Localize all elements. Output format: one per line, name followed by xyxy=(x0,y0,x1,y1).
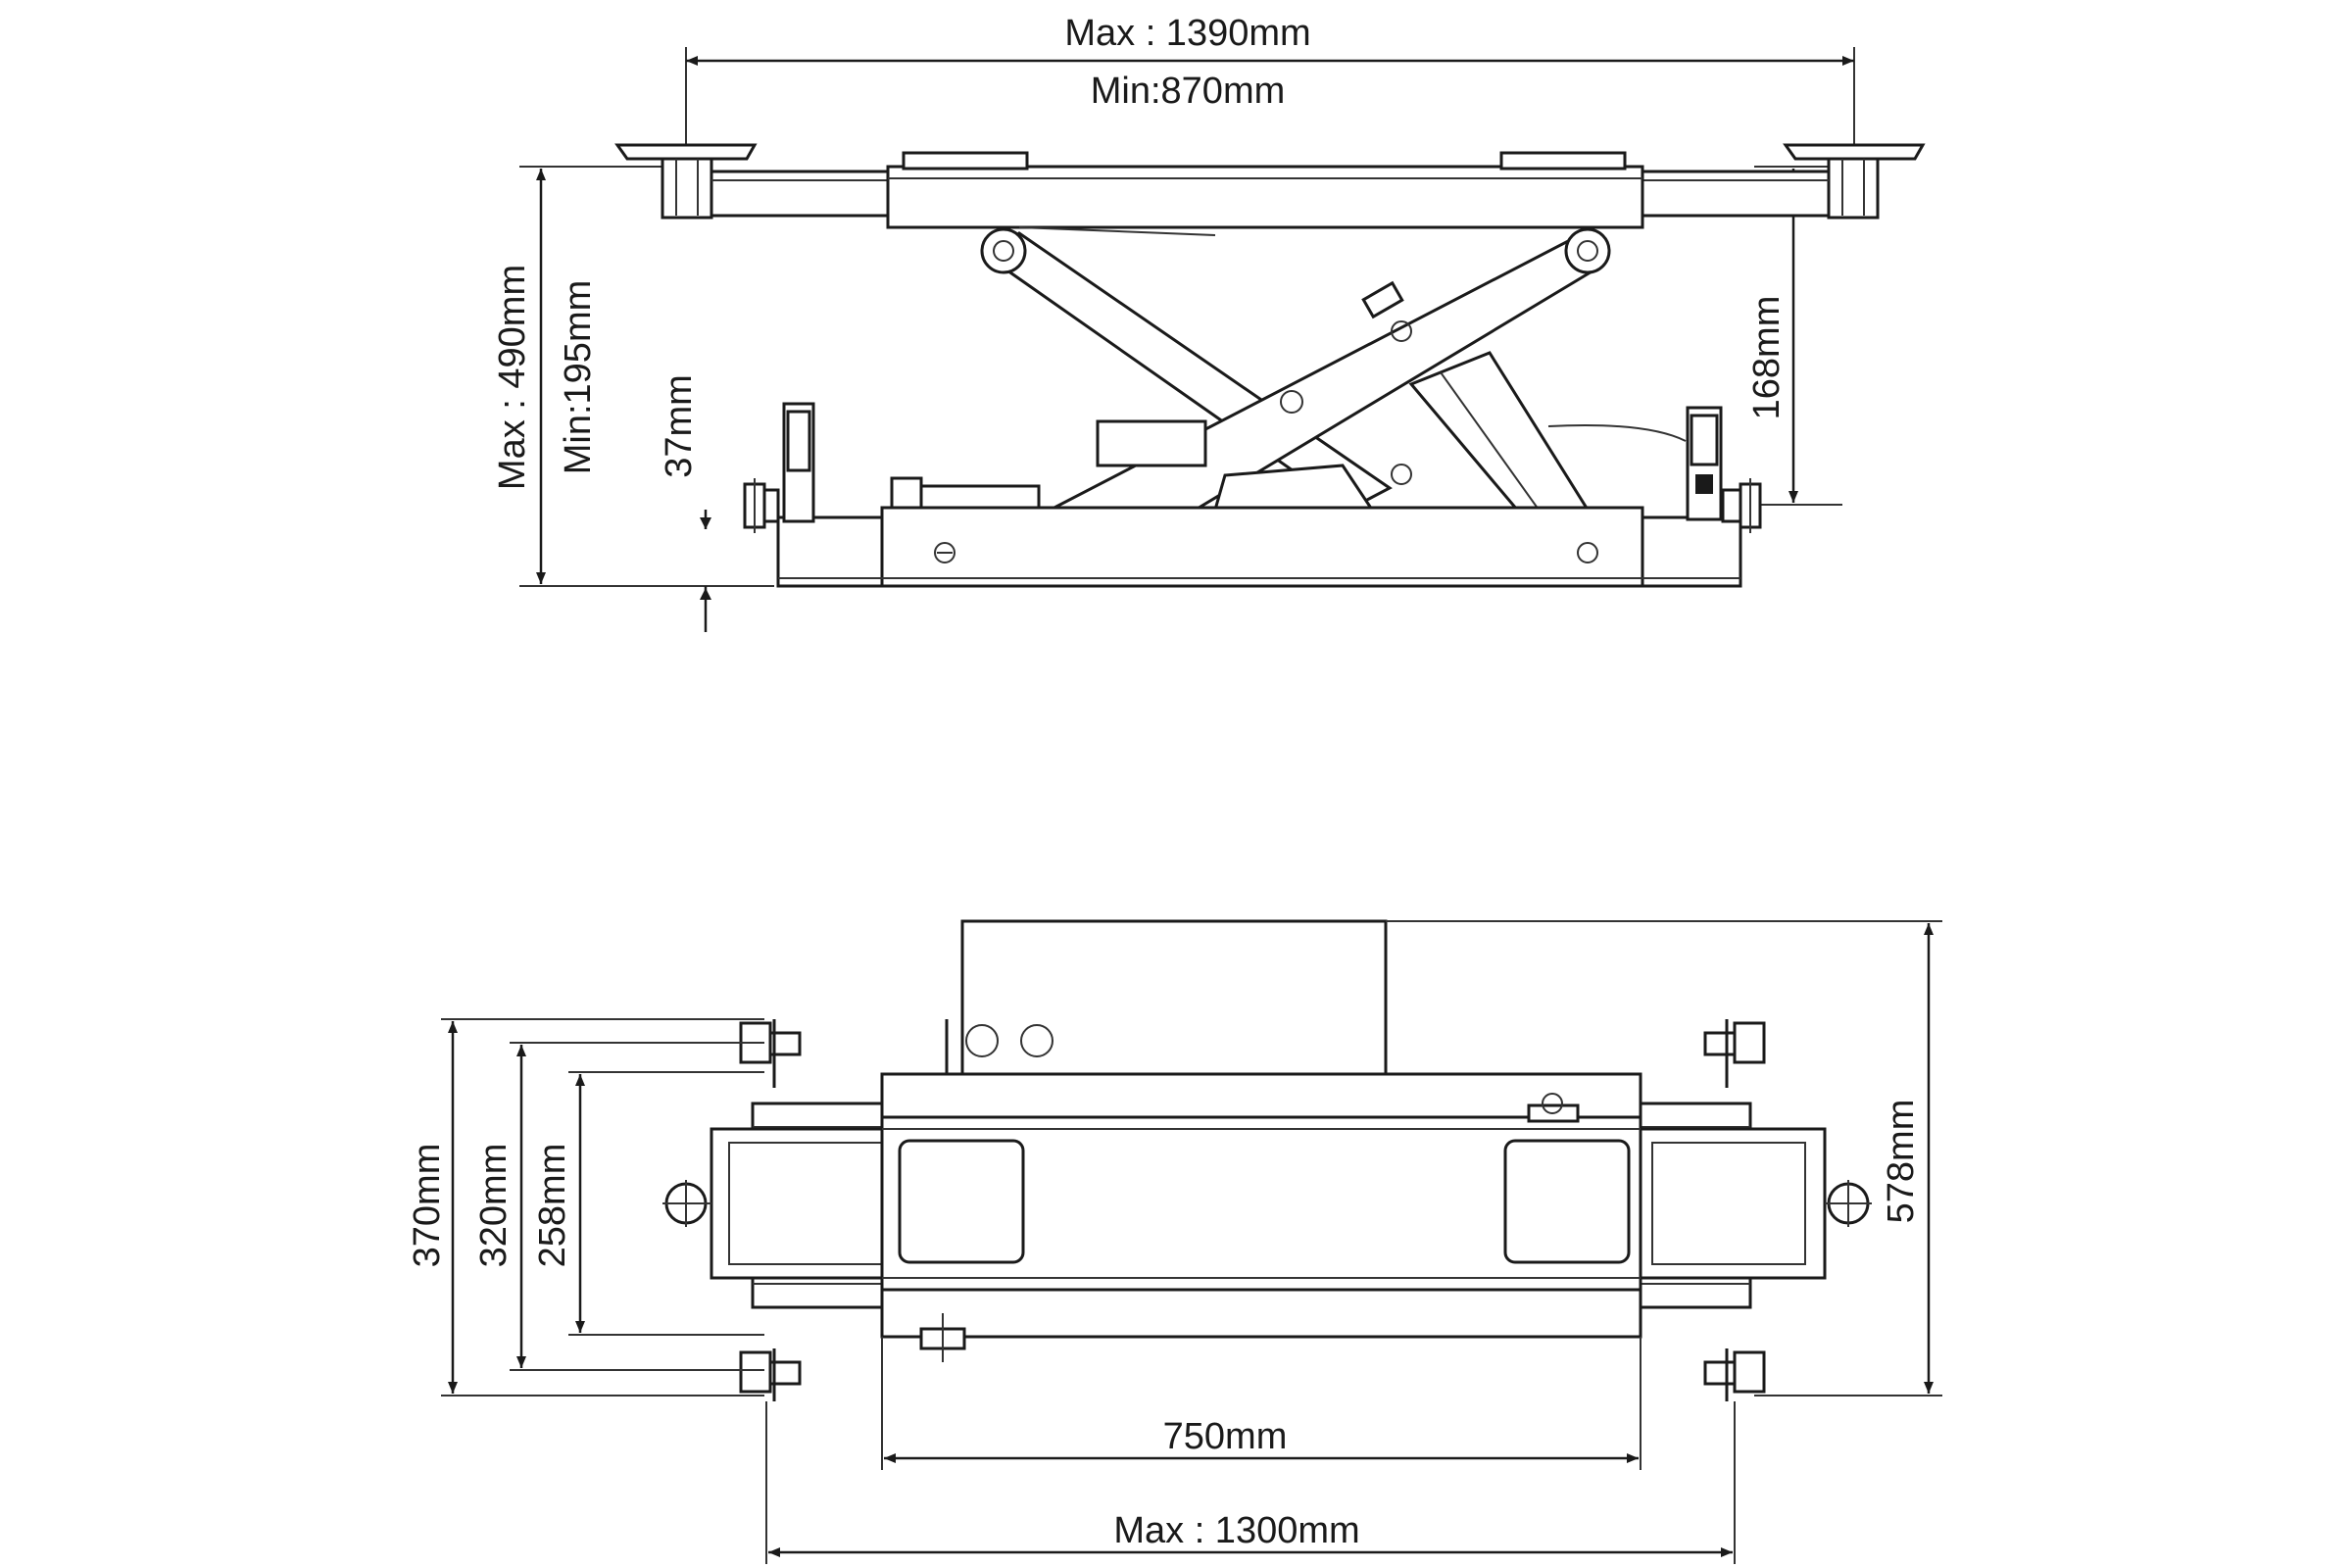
side-top-beam xyxy=(886,165,1644,229)
top-width-dimensions: 370mm 320mm 258mm xyxy=(407,1018,764,1396)
top-right-end-bolt xyxy=(1825,1180,1872,1227)
top-mid-width-label: 320mm xyxy=(473,1144,514,1268)
top-outer-width-label: 370mm xyxy=(407,1144,448,1268)
side-cylinder xyxy=(1096,351,1687,512)
side-right-arm xyxy=(1641,170,1831,218)
top-max-length-label: Max : 1300mm xyxy=(1113,1510,1359,1551)
side-right-pad xyxy=(1783,143,1926,220)
top-inner-width-label: 258mm xyxy=(532,1144,573,1268)
top-total-depth-label: 578mm xyxy=(1881,1100,1922,1224)
top-left-end-bolt xyxy=(662,1180,711,1227)
side-left-pad xyxy=(614,143,758,220)
side-height-dimension: Max : 490mm Min:195mm xyxy=(492,166,774,587)
side-max-height-label: Max : 490mm xyxy=(492,265,533,490)
side-view: Max : 1390mm Min:870mm Max : 490mm Min:1… xyxy=(492,13,1926,632)
side-base-frame xyxy=(880,506,1644,588)
side-lift-height-label: 168mm xyxy=(1746,296,1788,420)
side-width-dimension: Max : 1390mm Min:870mm xyxy=(685,13,1855,147)
top-bottom-knob xyxy=(919,1313,966,1362)
side-right-post xyxy=(1686,406,1762,533)
side-base-right-ext xyxy=(1641,515,1742,588)
side-foot-dimension: 37mm xyxy=(659,374,711,632)
top-length-dimensions: 750mm Max : 1300mm xyxy=(765,1337,1736,1564)
side-min-height-label: Min:195mm xyxy=(558,280,599,475)
top-right-pad-plate xyxy=(1503,1139,1631,1264)
side-left-arm xyxy=(710,170,890,218)
side-lift-dimension: 168mm xyxy=(1725,166,1842,506)
side-min-width-label: Min:870mm xyxy=(1091,71,1286,112)
top-view: 370mm 320mm 258mm 578mm 750mm Max : 1 xyxy=(407,919,1942,1564)
top-depth-dimension: 578mm xyxy=(1754,923,1942,1396)
side-max-width-label: Max : 1390mm xyxy=(1064,13,1310,54)
top-left-pad-plate xyxy=(898,1139,1025,1264)
top-cover-panel xyxy=(960,919,1388,1076)
side-left-post xyxy=(743,402,815,533)
side-foot-offset-label: 37mm xyxy=(659,374,700,478)
side-base-left-ext xyxy=(776,515,884,588)
top-frame-length-label: 750mm xyxy=(1163,1416,1288,1457)
